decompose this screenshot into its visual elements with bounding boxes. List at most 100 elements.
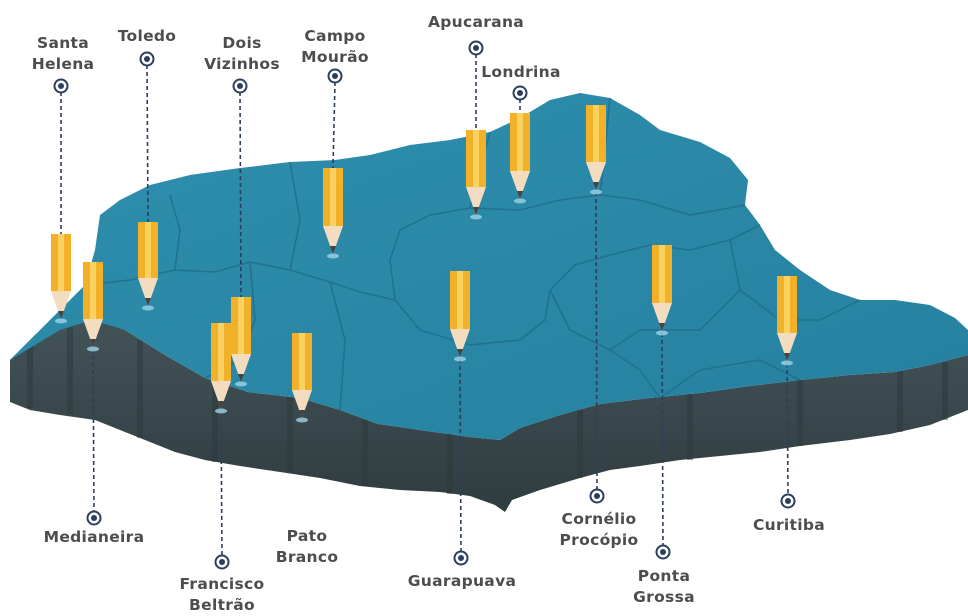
pencil-lead xyxy=(145,298,151,306)
city-pin-ponta-grossa xyxy=(652,245,672,560)
pencil-tip xyxy=(231,354,251,382)
city-label-line: Mourão xyxy=(301,48,369,66)
city-label-guarapuava: Guarapuava xyxy=(408,571,516,592)
pin-shadow xyxy=(142,305,154,311)
connector-line xyxy=(661,332,664,547)
pencil-lead xyxy=(517,191,523,199)
pencil-tip xyxy=(211,381,231,409)
city-pin-curitiba xyxy=(777,276,797,509)
pencil-lead xyxy=(58,311,64,319)
location-marker-dot xyxy=(237,83,243,89)
location-marker-dot xyxy=(332,73,338,79)
pin-shadow xyxy=(55,318,67,324)
city-label-line: Beltrão xyxy=(189,596,255,614)
city-label-line: Apucarana xyxy=(427,13,525,31)
city-pin-apucarana xyxy=(466,40,486,220)
pencil-stripe xyxy=(218,323,224,381)
pencil-tip xyxy=(652,303,672,331)
pencil-stripe xyxy=(90,262,96,319)
pencil-stripe xyxy=(593,105,599,162)
city-pin-medianeira xyxy=(83,262,103,526)
pencil-lead xyxy=(238,374,244,382)
location-marker-dot xyxy=(91,515,97,521)
pencil-stripe xyxy=(58,234,64,291)
pencil-lead xyxy=(659,323,665,331)
pencil-stripe xyxy=(784,276,790,333)
pin-shadow xyxy=(296,417,308,423)
pencil-tip xyxy=(138,278,158,306)
city-label-medianeira: Medianeira xyxy=(44,527,145,548)
city-label-line: Dois xyxy=(222,34,262,52)
pencil-tip xyxy=(586,162,606,190)
location-marker-dot xyxy=(144,56,150,62)
city-label-line: Santa xyxy=(36,34,90,52)
pencil-lead xyxy=(218,401,224,409)
city-pin-guarapuava xyxy=(450,271,470,566)
location-marker-dot xyxy=(473,45,479,51)
pencil-stripe xyxy=(473,130,479,187)
connector-line xyxy=(595,191,598,491)
pencil-tip xyxy=(292,390,312,418)
city-label-line: Medianeira xyxy=(43,528,145,546)
pencil-lead xyxy=(473,207,479,215)
pencil-tip xyxy=(777,333,797,361)
pencil-stripe xyxy=(457,271,463,329)
pencil-lead xyxy=(593,182,599,190)
pencil-lead xyxy=(784,353,790,361)
location-marker-dot xyxy=(594,493,600,499)
connector-line xyxy=(220,410,223,557)
city-label-line: Pato xyxy=(286,527,328,545)
city-label-line: Guarapuava xyxy=(407,572,517,590)
connector-line xyxy=(332,81,336,169)
pin-shadow xyxy=(327,253,339,259)
pencil-stripe xyxy=(330,168,336,226)
pencil-lead xyxy=(330,246,336,254)
city-pin-londrina xyxy=(510,85,530,204)
city-label-apucarana: Apucarana xyxy=(428,12,524,33)
location-marker-dot xyxy=(785,498,791,504)
pin-shadow xyxy=(87,346,99,352)
pencil-stripe xyxy=(299,333,305,390)
city-label-line: Toledo xyxy=(117,27,177,45)
connector-line xyxy=(786,362,789,496)
city-label-line: Procópio xyxy=(559,531,639,549)
city-label-line: Ponta xyxy=(637,567,691,585)
pencil-tip xyxy=(83,319,103,347)
pencil-tip xyxy=(466,187,486,215)
pin-shadow xyxy=(656,330,668,336)
city-pin-toledo xyxy=(138,51,158,311)
city-pin-cornelio-procopio xyxy=(586,105,606,504)
pin-shadow xyxy=(781,360,793,366)
city-label-line: Campo xyxy=(304,27,366,45)
city-label-line: Branco xyxy=(275,548,339,566)
city-pin-francisco-beltrao xyxy=(211,323,231,570)
pencil-stripe xyxy=(659,245,665,303)
connector-line xyxy=(239,91,242,298)
pencil-lead xyxy=(299,410,305,418)
city-label-line: Vizinhos xyxy=(204,55,280,73)
pin-shadow xyxy=(590,189,602,195)
city-label-line: Francisco xyxy=(179,575,265,593)
city-pin-santa-helena xyxy=(51,78,71,324)
city-label-line: Grossa xyxy=(633,588,695,606)
location-marker-dot xyxy=(517,90,523,96)
pencil-stripe xyxy=(238,297,244,354)
location-marker-dot xyxy=(660,549,666,555)
pencil-tip xyxy=(323,226,343,254)
city-label-curitiba: Curitiba xyxy=(753,515,825,536)
pencil-tip xyxy=(51,291,71,319)
pencil-stripe xyxy=(145,222,151,278)
pencil-tip xyxy=(450,329,470,357)
city-label-line: Londrina xyxy=(481,63,561,81)
city-label-londrina: Londrina xyxy=(481,62,561,83)
city-label-line: Helena xyxy=(31,55,95,73)
connector-line xyxy=(92,348,95,513)
pin-shadow xyxy=(235,381,247,387)
city-pin-pato-branco xyxy=(292,333,312,423)
pencil-lead xyxy=(457,349,463,357)
